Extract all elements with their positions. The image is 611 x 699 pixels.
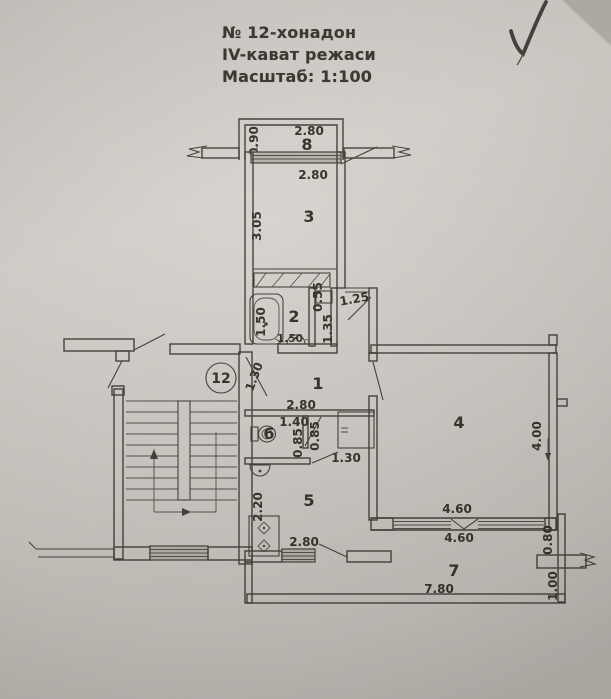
toilet-door-leaf — [304, 416, 322, 447]
stair-treads — [126, 400, 237, 501]
dim-kitchen-window: 2.80 — [289, 535, 319, 549]
paper-edge-corner — [561, 0, 611, 47]
dim-closet-door: 1.30 — [331, 451, 361, 465]
dim-hall-width: 2.80 — [286, 398, 316, 412]
dim-bath-length: 1.50 — [254, 307, 268, 337]
dim-kitchen-depth: 2.20 — [251, 492, 265, 522]
living-room-4: 4 4.00 4.60 4.60 — [368, 334, 568, 545]
title-scale: Масштаб: 1:100 — [222, 67, 373, 86]
closet — [337, 411, 375, 449]
apartment-door-leaf — [245, 356, 268, 397]
stove — [248, 515, 280, 557]
dim-bath-inner: 1.50 — [277, 333, 303, 345]
room-label-toilet: 6 — [263, 424, 274, 443]
entry-doors: 1.30 12 — [63, 333, 268, 397]
dim-loggia-length: 7.80 — [424, 582, 454, 596]
room-label-loggia: 7 — [448, 561, 459, 580]
room-label-bathroom: 2 — [288, 307, 299, 326]
staircase — [28, 388, 253, 561]
hallway-1: 1 2.80 — [286, 374, 323, 412]
bedroom-door-leaf — [347, 296, 372, 321]
dim-loggia-end-top: 0.80 — [541, 525, 555, 555]
balcony-8: 2.80 0.90 8 — [238, 118, 344, 160]
room-label-kitchen: 5 — [303, 491, 314, 510]
toilet-wc — [250, 425, 277, 443]
room-label-hall: 1 — [312, 374, 323, 393]
living-room-door-leaf — [372, 361, 384, 401]
dim-niche-a: 0.55 — [311, 282, 325, 312]
checkmark-icon — [509, 0, 548, 66]
dim-niche-b: 1.35 — [321, 314, 335, 344]
room-label-bedroom: 3 — [303, 207, 314, 226]
dim-balcony-width: 2.80 — [294, 124, 324, 138]
corridor-walls: 1.25 — [339, 287, 378, 354]
outer-wall-left — [28, 541, 114, 558]
bedroom-window-wall: 2.80 — [186, 145, 412, 182]
dim-bedroom-door: 1.25 — [339, 290, 371, 309]
room-label-living-room: 4 — [453, 413, 464, 432]
dim-bedroom-length: 3.05 — [250, 211, 264, 241]
wall-break-left — [186, 145, 208, 159]
title-apartment: № 12-хонадон — [222, 23, 357, 42]
balcony-door-leaf — [340, 146, 378, 165]
dim-loggia-end-bottom: 1.00 — [546, 571, 560, 601]
room-label-balcony: 8 — [301, 135, 312, 154]
loggia-7: 0.80 1.00 7 7.80 — [244, 513, 597, 604]
dim-bedroom-window: 2.80 — [298, 168, 328, 182]
dim-balcony-depth: 0.90 — [247, 126, 261, 156]
stair-direction-arrow — [150, 432, 217, 516]
loggia-door-leaf — [318, 543, 348, 558]
kitchen-window — [244, 543, 392, 563]
drawing-title: № 12-хонадон IV-кават режаси Масштаб: 1:… — [222, 22, 376, 88]
living-room-window — [370, 517, 557, 531]
dim-toilet-width: 1.40 — [279, 415, 309, 429]
kitchen-door-leaf — [311, 451, 339, 464]
bathtub — [249, 293, 284, 345]
kitchen-sink — [249, 464, 271, 477]
wall-break-right — [391, 145, 412, 159]
stairwell-window — [113, 545, 253, 561]
closet-strip — [253, 268, 337, 288]
bedroom-3: 3.05 3 — [244, 151, 346, 345]
dim-toilet-door: 0.85 — [291, 428, 305, 458]
dim-hall-door: 0.85 — [308, 421, 322, 451]
dim-living-width-top: 4.60 — [442, 502, 472, 516]
bath-sink — [286, 334, 306, 345]
wall-break-loggia — [579, 552, 597, 568]
toilet-6: 1.40 6 0.85 0.85 1.30 — [244, 409, 375, 465]
apartment-number-badge: 12 — [205, 362, 237, 394]
apartment-number: 12 — [211, 371, 230, 387]
title-floor: IV-кават режаси — [222, 45, 376, 64]
dim-living-width-bottom: 4.60 — [444, 531, 474, 545]
bathroom-2: 1.50 2 1.50 0.55 1.35 — [249, 282, 338, 354]
dim-living-depth: 4.00 — [530, 421, 544, 451]
